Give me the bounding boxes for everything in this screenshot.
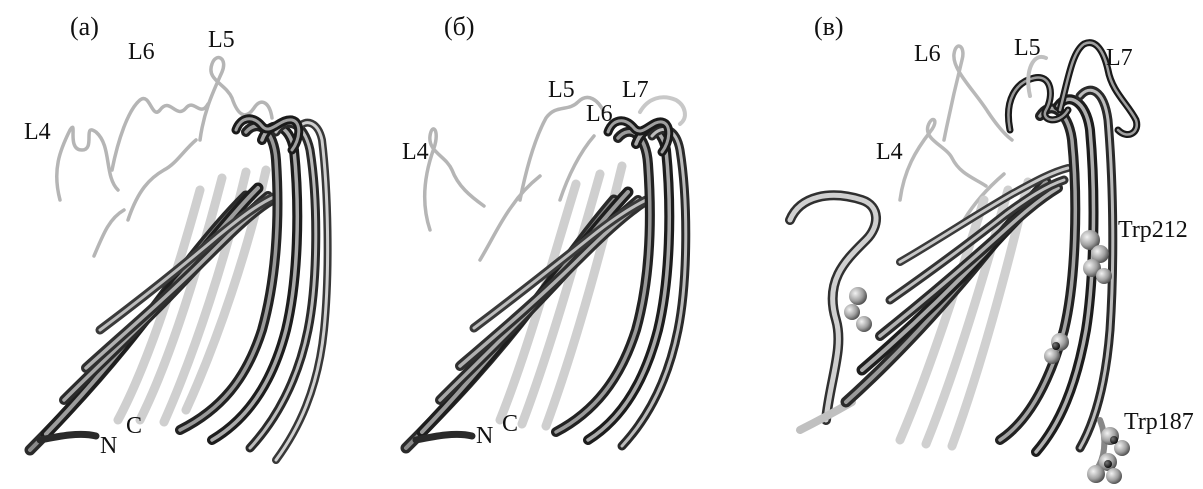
panel-c-label: (в)	[814, 14, 844, 40]
panel-a-loop-l6-label: L6	[128, 40, 155, 64]
panel-b-loop-l6-label: L6	[586, 102, 613, 126]
panel-a-c-terminus-label: C	[126, 414, 142, 438]
n-tail-b	[416, 434, 472, 440]
panel-c-loop-l6-label: L6	[914, 42, 941, 66]
panel-a-loop-l4-label: L4	[24, 120, 51, 144]
panel-b-c-terminus-label: C	[502, 412, 518, 436]
panel-b-loop-l4-label: L4	[402, 140, 429, 164]
loop-l4-c	[900, 119, 986, 200]
panel-c-loop-l5-label: L5	[1014, 36, 1041, 60]
panel-c-trp187-label: Trp187	[1124, 410, 1194, 434]
panel-a-n-terminus-label: N	[100, 434, 117, 458]
panel-a-front-strands	[30, 119, 328, 460]
panel-c-loop-l7-label: L7	[1106, 46, 1133, 70]
panel-c-loop-l4-label: L4	[876, 140, 903, 164]
panel-b-label: (б)	[444, 14, 475, 40]
loop-l6-a	[112, 99, 208, 170]
panel-c-loops	[900, 46, 1012, 220]
panel-a-loop-l5-label: L5	[208, 28, 235, 52]
panel-b-front-strands	[406, 97, 686, 448]
panel-b-n-terminus-label: N	[476, 424, 493, 448]
panel-c-trp212-label: Trp212	[1118, 218, 1188, 242]
panel-c-structure	[790, 43, 1137, 484]
panel-b-loop-l7-label: L7	[622, 78, 649, 102]
panel-b-structure	[406, 97, 686, 448]
panel-b-loops	[425, 97, 604, 260]
panel-a-structure	[30, 58, 328, 460]
loop-l4-a	[57, 127, 118, 200]
panel-b-loop-l5-label: L5	[548, 78, 575, 102]
loop-l6-c	[944, 46, 1012, 140]
panel-c-left-flap	[790, 195, 876, 430]
panel-a-label: (а)	[70, 14, 99, 40]
n-tail-a	[40, 434, 96, 440]
loop-l4-b	[425, 129, 484, 230]
